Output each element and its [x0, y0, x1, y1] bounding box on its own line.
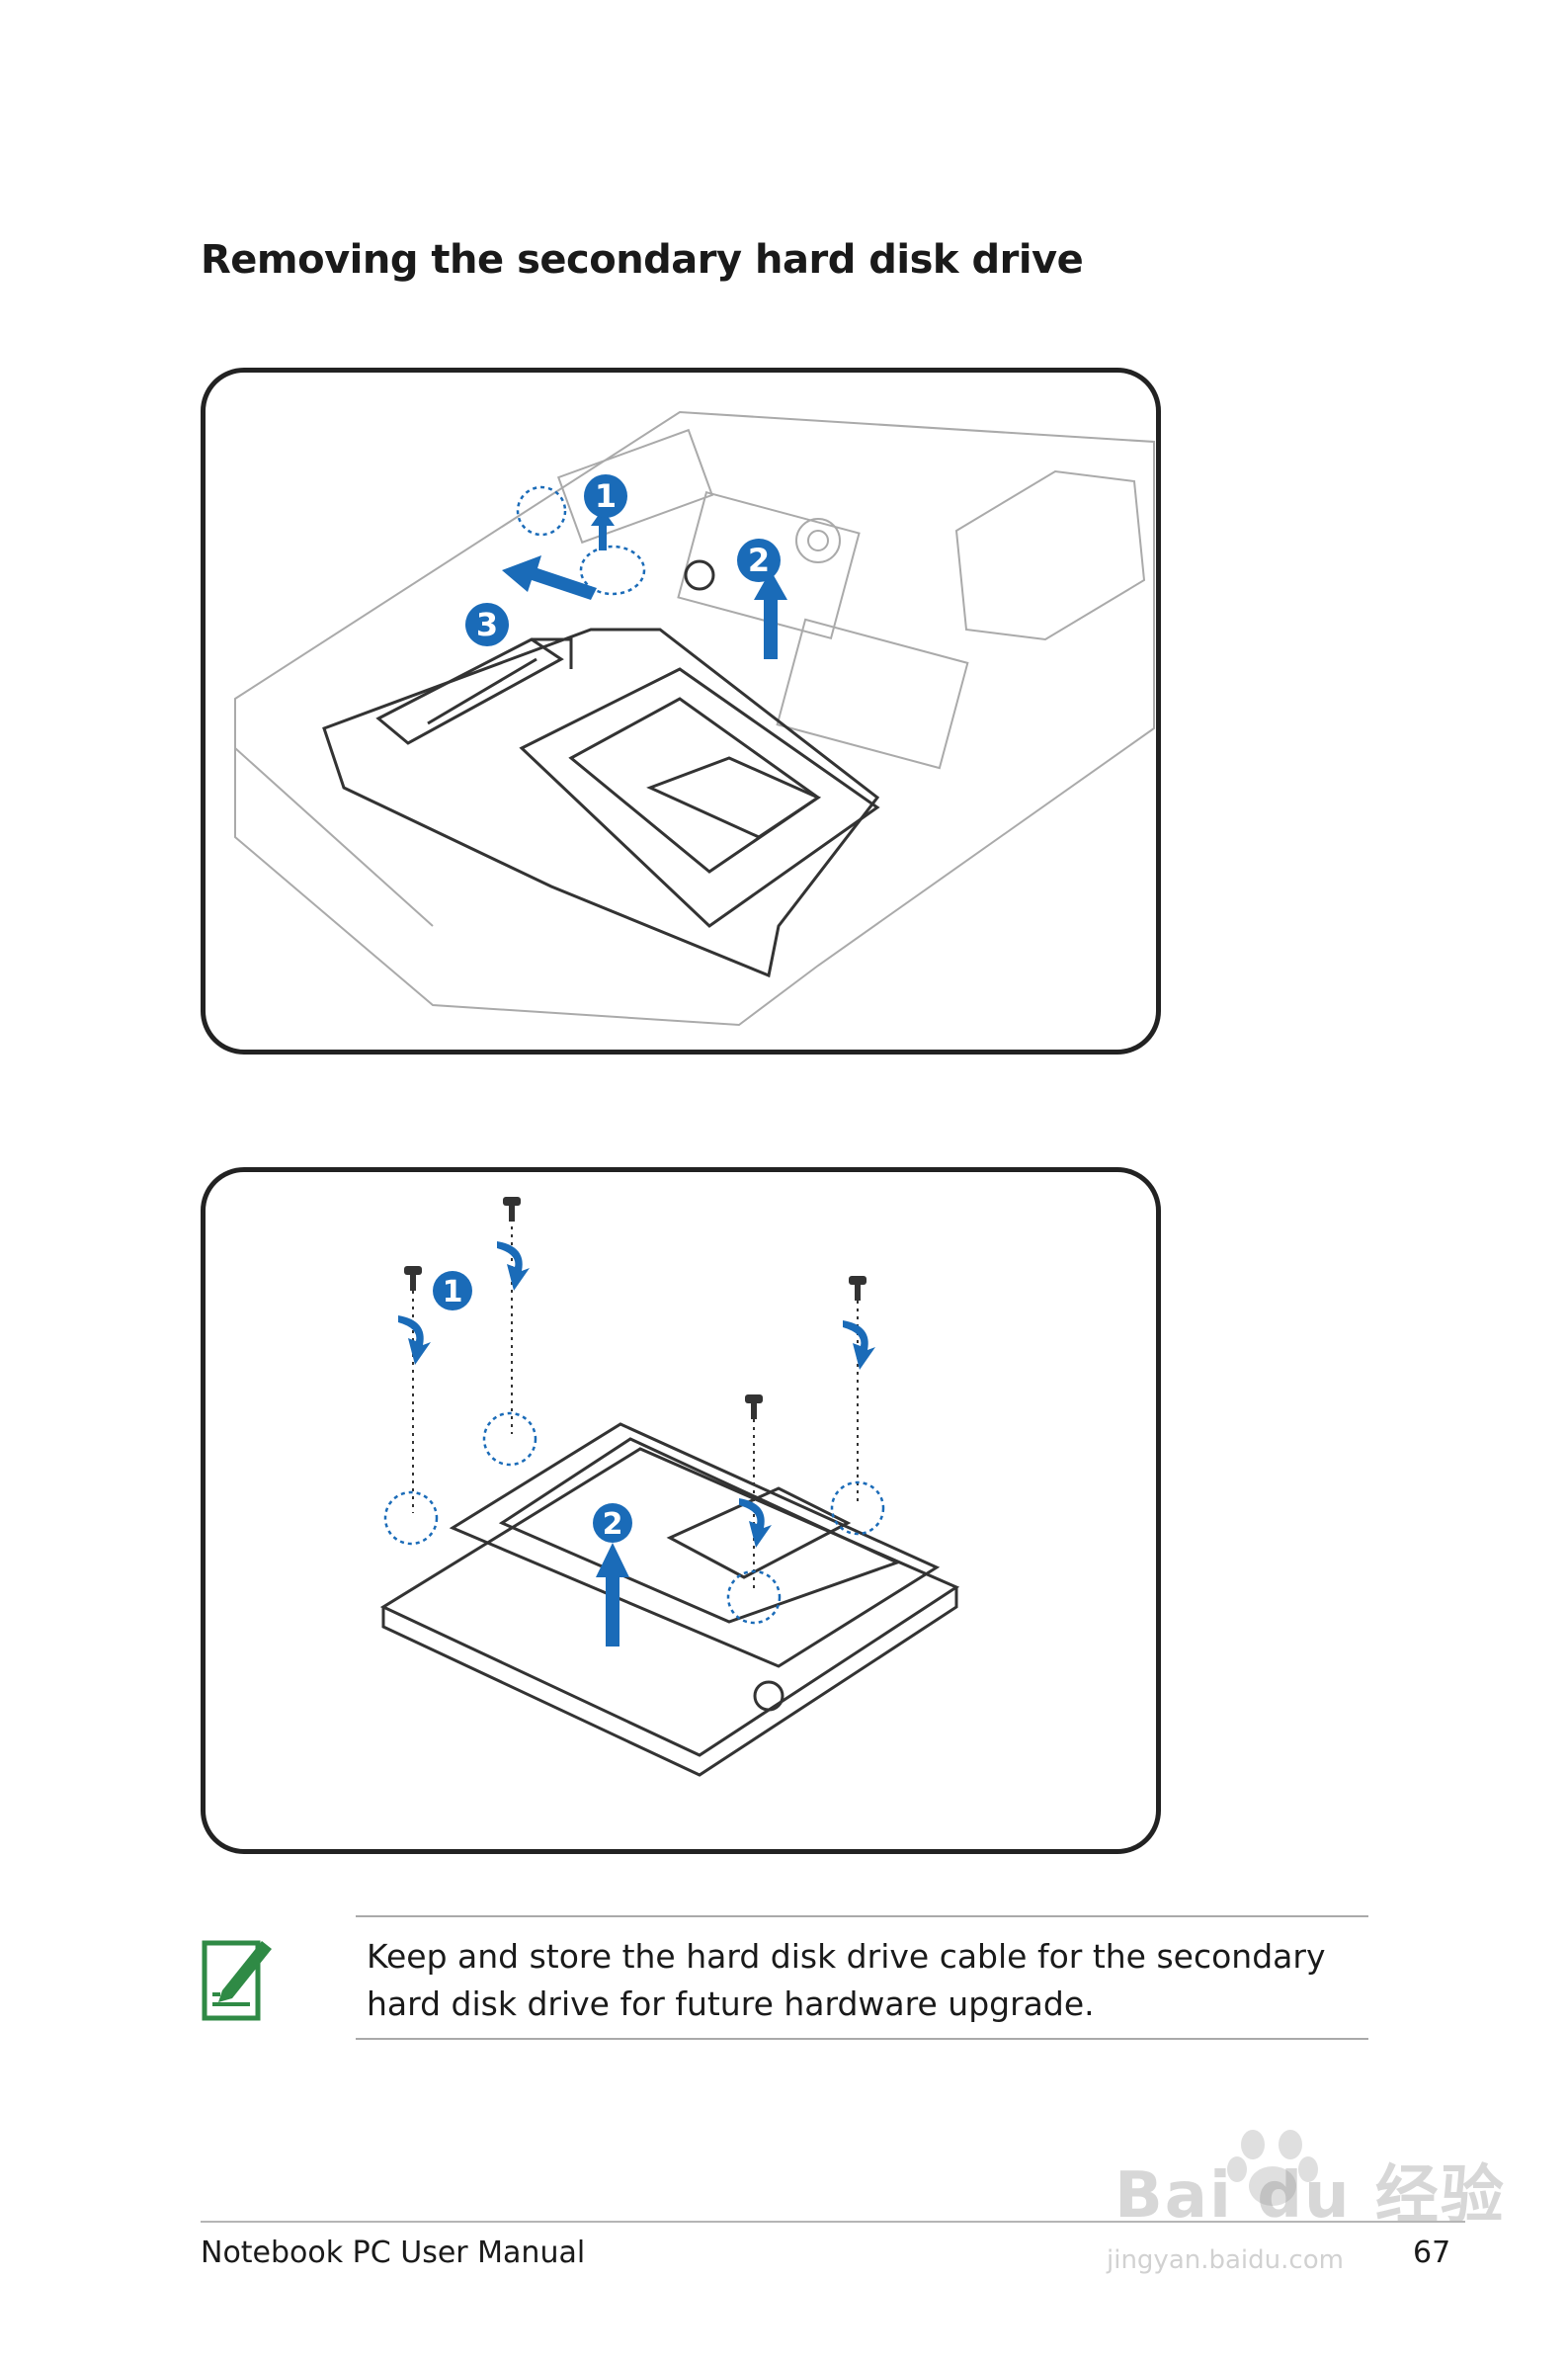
footer-rule [201, 2221, 1465, 2223]
illustration-remove-hdd-bracket: 1 2 [201, 1167, 1161, 1854]
svg-text:2: 2 [603, 1507, 623, 1542]
note-text: Keep and store the hard disk drive cable… [367, 1937, 1326, 2023]
baidu-paw-icon [1227, 2130, 1318, 2206]
hdd-bracket-diagram: 1 2 [379, 1197, 960, 1777]
step-badge-3: 3 [465, 603, 509, 646]
note-bottom-rule [356, 2038, 1368, 2040]
step-badge-2: 2 [593, 1503, 632, 1543]
laptop-bay-diagram: 1 2 3 [234, 410, 1155, 1027]
footer-manual-name: Notebook PC User Manual [201, 2236, 586, 2270]
step-badge-1: 1 [433, 1271, 472, 1310]
svg-text:1: 1 [595, 477, 617, 515]
svg-text:1: 1 [443, 1275, 463, 1309]
watermark-logo: Bai du 经验 [1114, 2159, 1506, 2233]
svg-text:2: 2 [748, 542, 770, 579]
step-badge-1: 1 [584, 474, 627, 518]
note-pencil-icon [202, 1940, 272, 2021]
svg-text:3: 3 [476, 606, 498, 643]
watermark-url: jingyan.baidu.com [1107, 2245, 1344, 2275]
illustration-remove-hdd-from-bay: 1 2 3 [201, 368, 1161, 1055]
page-title: Removing the secondary hard disk drive [201, 237, 1084, 283]
footer-page-number: 67 [1413, 2236, 1451, 2270]
note-top-rule [356, 1915, 1368, 1917]
step-badge-2: 2 [737, 539, 781, 582]
